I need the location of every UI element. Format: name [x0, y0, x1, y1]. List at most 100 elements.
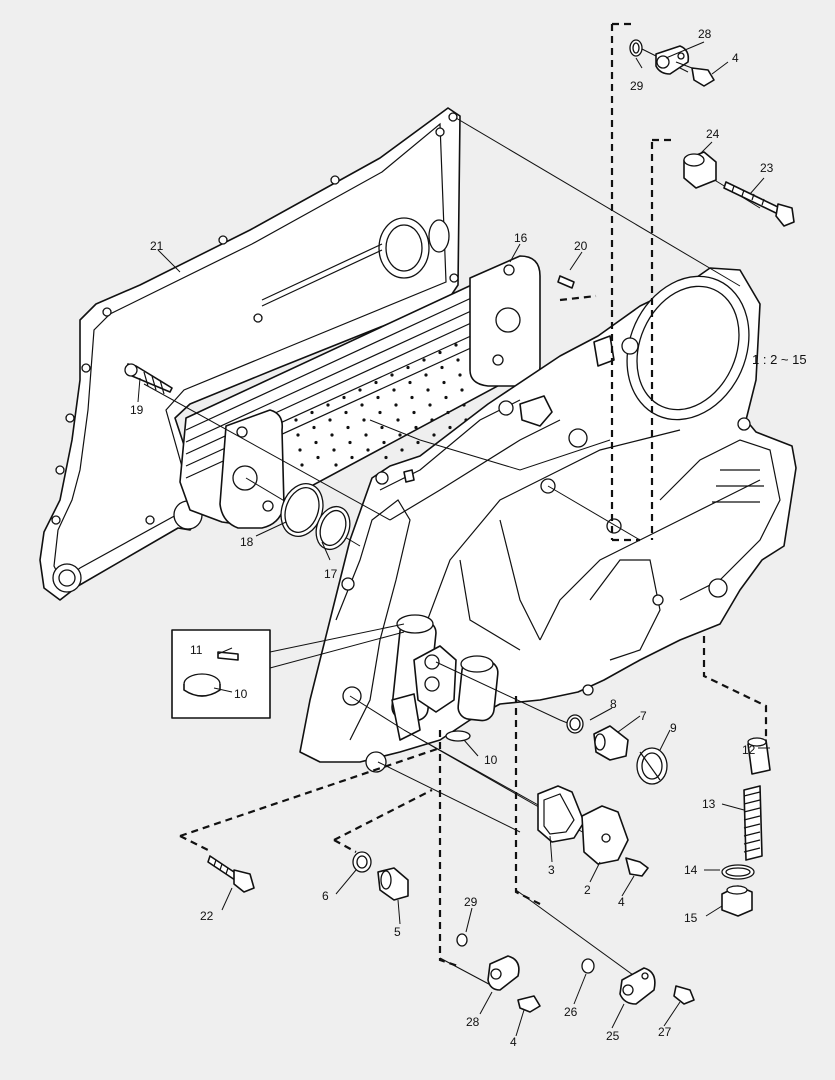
cooler-dimple	[416, 440, 420, 445]
gasket-21	[39, 107, 461, 601]
cooler-dimple	[326, 403, 330, 407]
cooler-dimple	[406, 365, 410, 370]
valve-assembly-7-8-9	[566, 714, 668, 785]
callout-label: 3	[548, 863, 555, 877]
callout-label: 27	[658, 1025, 672, 1039]
callout-label: 19	[130, 403, 144, 417]
bottom-plate-left	[456, 933, 541, 1013]
callout-label: 29	[630, 79, 644, 93]
cooler-dimple	[364, 433, 368, 437]
relief-valve-12-15	[721, 737, 771, 917]
callout-label: 8	[610, 697, 617, 711]
cooler-dimple	[344, 410, 348, 415]
cooler-dimple	[316, 455, 320, 460]
oil-cooler-16	[179, 255, 541, 529]
cooler-dimple	[300, 463, 304, 467]
cooler-dimple	[422, 358, 426, 362]
cooler-dimple	[374, 380, 378, 385]
cooler-dimple	[376, 395, 380, 400]
cooler-dimples	[294, 343, 470, 467]
cooler-dimple	[382, 440, 386, 445]
cooler-dimple	[458, 373, 462, 377]
cooler-dimple	[394, 403, 398, 407]
callout-label: 28	[466, 1015, 480, 1029]
cooler-dimple	[410, 395, 414, 400]
cooler-dimple	[454, 343, 458, 347]
callout-label: 22	[200, 909, 214, 923]
cooler-dimple	[298, 448, 302, 452]
inset-box-plug	[171, 623, 405, 719]
cooler-dimple	[328, 418, 332, 422]
callout-label: 10	[234, 687, 248, 701]
cooler-dimple	[448, 425, 452, 430]
cooler-dimple	[360, 403, 364, 407]
top-cover-plate-parts	[629, 39, 715, 87]
callout-label: 28	[698, 27, 712, 41]
callout-label: 11	[190, 643, 203, 657]
cooler-dimple	[362, 418, 366, 422]
callout-labels: 21 16 20 19 18 17 28 29 4 24 23 1 : 2 ~ …	[130, 27, 807, 1049]
cooler-dimple	[294, 418, 298, 422]
callout-label: 4	[510, 1035, 517, 1049]
cooler-dimple	[342, 395, 346, 400]
cooler-dimple	[442, 380, 446, 385]
cooler-dimple	[408, 380, 412, 385]
callout-label: 14	[684, 863, 698, 877]
cooler-dimple	[312, 425, 316, 430]
cooler-dimple	[424, 373, 428, 377]
callout-label: 2	[584, 883, 591, 897]
callout-label: 17	[324, 567, 338, 581]
bottom-plate-right	[581, 958, 695, 1005]
washer-6-plug-5	[352, 851, 409, 901]
callout-label: 21	[150, 239, 164, 253]
callout-label: 10	[484, 753, 498, 767]
callout-label: 6	[322, 889, 329, 903]
callout-label: 5	[394, 925, 401, 939]
cooler-dimple	[330, 433, 334, 437]
cooler-dimple	[346, 425, 350, 430]
callout-label: 4	[732, 51, 739, 65]
cooler-dimple	[412, 410, 416, 415]
cooler-dimple	[296, 433, 300, 437]
bolt-22	[207, 855, 255, 893]
cooler-dimple	[390, 373, 394, 377]
callout-label: 20	[574, 239, 588, 253]
callout-label: 9	[670, 721, 677, 735]
callout-label: 26	[564, 1005, 578, 1019]
callout-label: 23	[760, 161, 774, 175]
cooler-dimple	[378, 410, 382, 415]
cooler-dimple	[358, 388, 362, 392]
plate-and-gasket-2-3	[537, 785, 649, 877]
callout-label: 25	[606, 1029, 620, 1043]
stud-bolt-19	[124, 363, 173, 395]
cooler-dimple	[444, 395, 448, 400]
cooler-dimple	[462, 403, 466, 407]
callout-label: 16	[514, 231, 528, 245]
cooler-dimple	[428, 403, 432, 407]
cooler-dimple	[384, 455, 388, 460]
cooler-dimple	[400, 448, 404, 452]
callout-label: 7	[640, 709, 647, 723]
note-label: 1 : 2 ~ 15	[752, 352, 807, 367]
cooler-dimple	[456, 358, 460, 362]
cooler-dimple	[310, 410, 314, 415]
cooler-dimple	[366, 448, 370, 452]
front-cover-housing	[299, 267, 797, 773]
cooler-dimple	[332, 448, 336, 452]
callout-label: 13	[702, 797, 716, 811]
cooler-dimple	[380, 425, 384, 430]
cooler-dimple	[334, 463, 338, 467]
cooler-dimple	[432, 433, 436, 437]
cooler-dimple	[396, 418, 400, 422]
callout-label: 24	[706, 127, 720, 141]
cooler-dimple	[414, 425, 418, 430]
pin-20	[557, 275, 575, 289]
callout-label: 18	[240, 535, 254, 549]
cooler-dimple	[438, 350, 442, 355]
cooler-dimple	[446, 410, 450, 415]
callout-label: 12	[742, 743, 756, 757]
cooler-dimple	[426, 388, 430, 392]
collar-24-bolt-23	[683, 151, 795, 227]
cooler-dimple	[348, 440, 352, 445]
